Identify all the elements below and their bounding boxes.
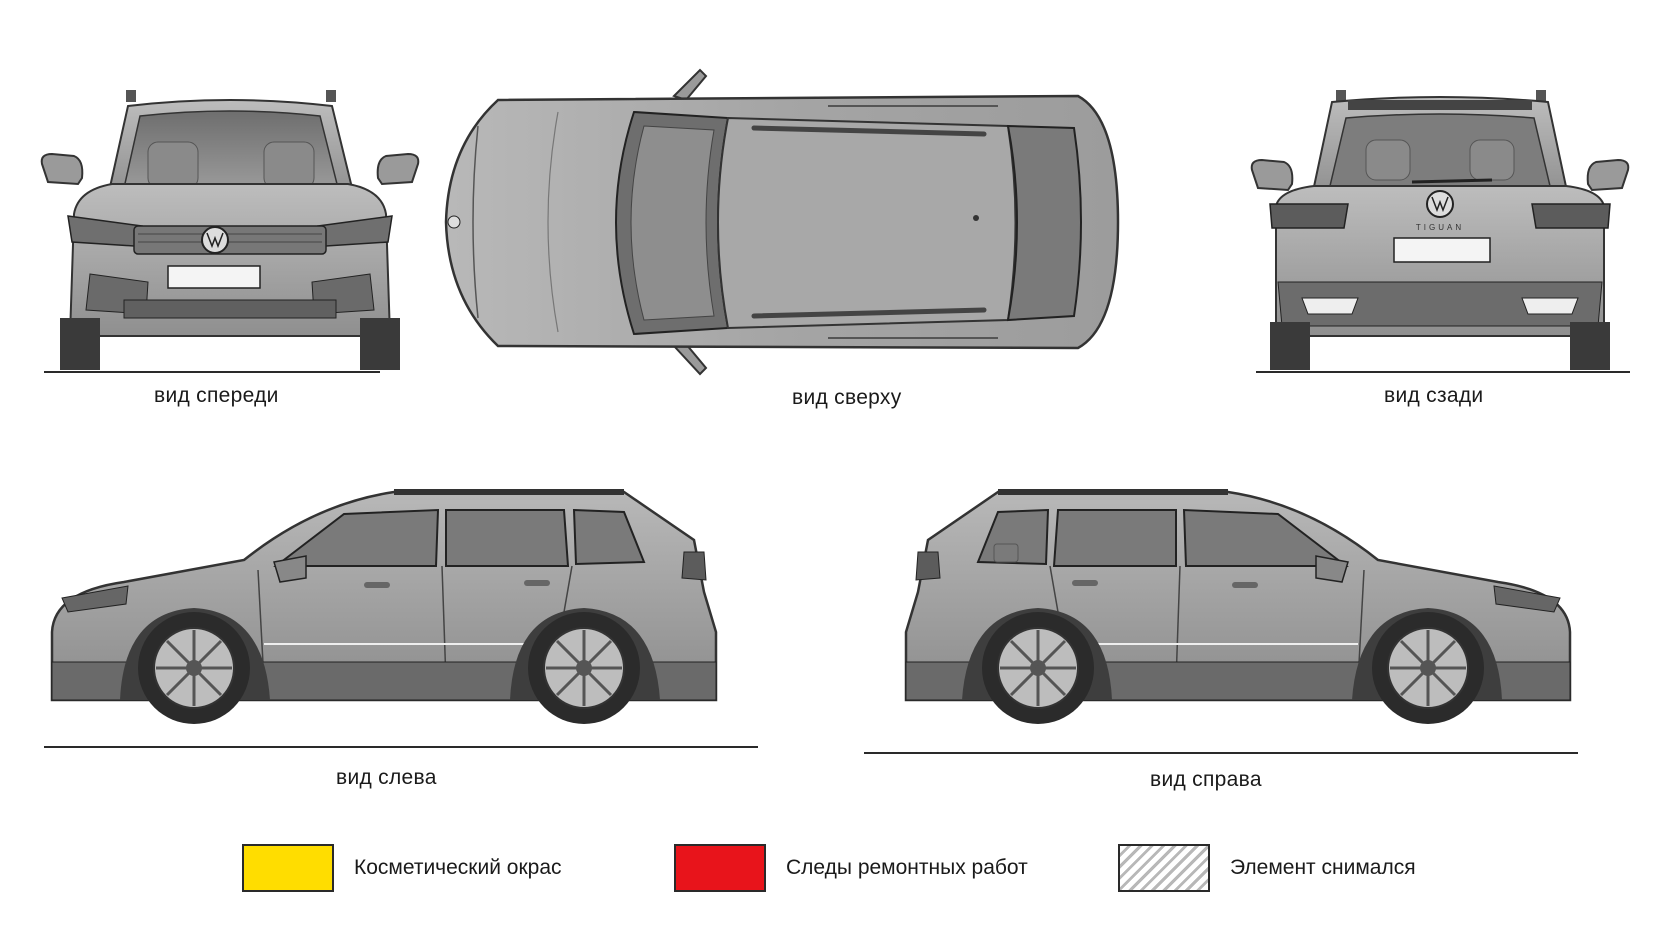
left-view-drawing <box>44 482 764 752</box>
car-front-view-icon <box>40 90 420 370</box>
front-view-ground-line <box>44 371 380 373</box>
top-view-drawing <box>438 66 1128 384</box>
legend-item-element-removed: Элемент снимался <box>1118 842 1416 894</box>
front-view-caption: вид спереди <box>154 384 279 407</box>
car-rear-view-icon: TIGUAN <box>1250 90 1630 370</box>
car-right-side-view-icon <box>904 489 1572 724</box>
left-view-caption: вид слева <box>336 766 437 789</box>
legend-label: Косметический окрас <box>354 856 562 879</box>
car-left-side-view-icon <box>50 489 718 724</box>
legend-swatch-hatched <box>1118 844 1210 892</box>
legend-label: Следы ремонтных работ <box>786 856 1028 879</box>
legend-swatch-red <box>674 844 766 892</box>
tiguan-badge: TIGUAN <box>1416 223 1464 232</box>
legend-label: Элемент снимался <box>1230 856 1416 879</box>
right-view-caption: вид справа <box>1150 768 1262 791</box>
top-view-caption: вид сверху <box>792 386 902 409</box>
car-top-view-icon <box>444 68 1120 376</box>
rear-view-drawing: TIGUAN <box>1248 86 1632 398</box>
left-view-ground-line <box>44 746 758 748</box>
rear-view-caption: вид сзади <box>1384 384 1484 407</box>
front-view-drawing <box>38 86 422 398</box>
right-view-drawing <box>866 482 1586 752</box>
rear-view-ground-line <box>1256 371 1630 373</box>
right-view-ground-line <box>864 752 1578 754</box>
legend-item-repair-traces: Следы ремонтных работ <box>674 842 1028 894</box>
legend-swatch-yellow <box>242 844 334 892</box>
legend-item-cosmetic-paint: Косметический окрас <box>242 842 562 894</box>
